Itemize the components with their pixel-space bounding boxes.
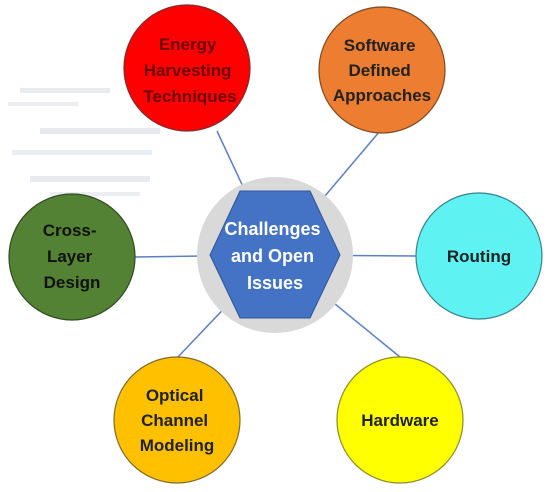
node-label-line-1: Routing bbox=[447, 247, 511, 266]
node-circle bbox=[336, 356, 464, 484]
node-label: Optical Channel Modeling bbox=[140, 386, 215, 455]
hub-label-line-3: Issues bbox=[247, 273, 303, 293]
node-label-line-1: Cross- bbox=[43, 221, 97, 240]
node-label-line-1: Optical bbox=[146, 386, 204, 405]
hub-label: Challenges and Open Issues bbox=[224, 219, 325, 293]
hub-label-line-1: Challenges bbox=[224, 219, 320, 239]
node-label-line-3: Modeling bbox=[140, 436, 215, 455]
hub-hexagon bbox=[209, 190, 341, 319]
node-label-line-2: Channel bbox=[141, 411, 208, 430]
node-energy-harvesting: Energy Harvesting Techniques bbox=[123, 4, 251, 132]
background-watermark-text bbox=[8, 88, 160, 196]
node-circle bbox=[123, 4, 251, 132]
node-circle bbox=[113, 356, 241, 484]
node-label-line-3: Techniques bbox=[143, 87, 236, 106]
node-hardware: Hardware bbox=[336, 356, 464, 484]
node-label-line-3: Approaches bbox=[333, 86, 431, 105]
node-cross-layer-design: Cross- Layer Design bbox=[8, 193, 136, 321]
node-label-line-1: Energy bbox=[159, 35, 217, 54]
node-optical-channel-modeling: Optical Channel Modeling bbox=[113, 356, 241, 484]
node-label-line-3: Design bbox=[44, 273, 101, 292]
node-label-line-2: Harvesting bbox=[144, 61, 232, 80]
node-software-defined: Software Defined Approaches bbox=[318, 6, 446, 134]
center-hub: Challenges and Open Issues bbox=[197, 177, 353, 333]
node-label: Cross- Layer Design bbox=[43, 221, 102, 292]
node-circle bbox=[415, 192, 543, 320]
node-label: Routing bbox=[447, 247, 511, 266]
node-label: Software Defined Approaches bbox=[333, 36, 431, 105]
hub-label-line-2: and Open bbox=[231, 246, 314, 266]
node-label-line-2: Layer bbox=[47, 247, 93, 266]
node-label-line-1: Software bbox=[344, 36, 416, 55]
node-label-line-1: Hardware bbox=[361, 411, 438, 430]
node-circle bbox=[8, 193, 136, 321]
node-circle bbox=[318, 6, 446, 134]
node-label-line-2: Defined bbox=[348, 61, 410, 80]
node-label: Hardware bbox=[361, 411, 438, 430]
node-label: Energy Harvesting Techniques bbox=[143, 35, 236, 106]
node-routing: Routing bbox=[415, 192, 543, 320]
